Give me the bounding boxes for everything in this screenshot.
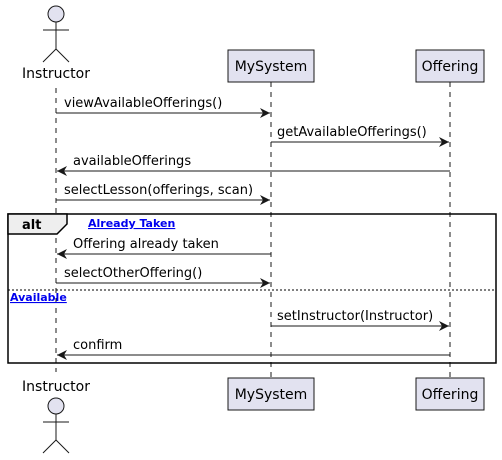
message-label-7: setInstructor(Instructor) bbox=[277, 309, 433, 324]
actor-instructor-top: Instructor bbox=[22, 5, 90, 82]
message-label-5: Offering already taken bbox=[73, 237, 219, 252]
participant-mysystem-bottom: MySystem bbox=[227, 377, 315, 411]
participant-mysystem-top-label: MySystem bbox=[235, 59, 308, 75]
message-label-6: selectOtherOffering() bbox=[64, 266, 202, 281]
guard-available-link[interactable]: Available bbox=[10, 291, 67, 304]
participant-offering-bottom-label: Offering bbox=[422, 387, 479, 403]
participant-offering-top: Offering bbox=[415, 49, 485, 83]
participant-offering-top-label: Offering bbox=[422, 59, 479, 75]
message-label-8: confirm bbox=[73, 338, 122, 353]
alt-fragment: alt Already Taken Available bbox=[7, 213, 497, 364]
participant-mysystem-top: MySystem bbox=[227, 49, 315, 83]
guard-already-taken-link[interactable]: Already Taken bbox=[88, 217, 175, 230]
message-label-1: viewAvailableOfferings() bbox=[64, 96, 222, 111]
message-label-2: getAvailableOfferings() bbox=[277, 125, 427, 140]
message-label-3: availableOfferings bbox=[73, 154, 191, 169]
alt-keyword: alt bbox=[22, 218, 41, 233]
actor-instructor-top-label: Instructor bbox=[22, 66, 90, 82]
message-label-4: selectLesson(offerings, scan) bbox=[64, 183, 253, 198]
participant-mysystem-bottom-label: MySystem bbox=[235, 387, 308, 403]
participant-offering-bottom: Offering bbox=[415, 377, 485, 411]
actor-instructor-bottom: Instructor bbox=[22, 379, 90, 454]
actor-instructor-bottom-label: Instructor bbox=[22, 379, 90, 395]
